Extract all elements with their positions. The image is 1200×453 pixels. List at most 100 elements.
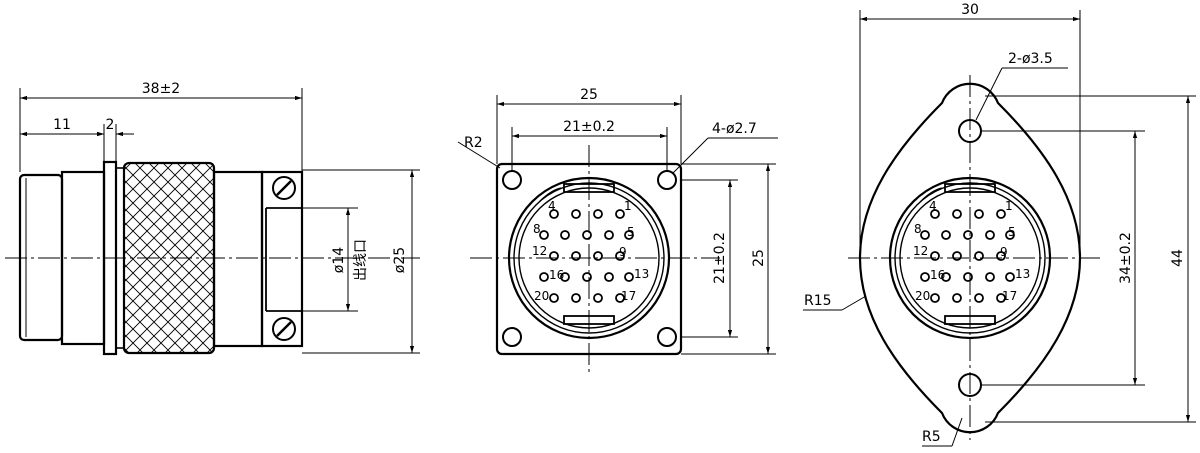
contact-pin	[996, 209, 1006, 219]
receptacle-shell	[513, 182, 665, 334]
dim-square-height: 25	[751, 249, 767, 267]
dim-body-diameter: ø25	[392, 247, 408, 273]
clamp-screw-bottom	[272, 317, 296, 341]
dim-square-hole-pitch-y: 21±0.2	[712, 232, 728, 284]
label-lobe-radius: R15	[804, 293, 832, 309]
clamp-screw-top	[272, 176, 296, 200]
pin-number-label: 16	[549, 268, 564, 282]
contact-pin	[582, 230, 592, 240]
mount-hole-tr	[657, 170, 677, 190]
contact-pin	[560, 272, 570, 282]
contact-pin	[963, 272, 973, 282]
receptacle-insert	[518, 187, 660, 329]
contact-pin	[952, 293, 962, 303]
contact-pin	[963, 230, 973, 240]
mount-hole-br	[657, 327, 677, 347]
contact-pin	[593, 209, 603, 219]
insert-edge	[538, 187, 562, 203]
dim-square-hole-pitch-x: 21±0.2	[563, 119, 615, 135]
contact-pin	[571, 251, 581, 261]
nut-body	[212, 170, 264, 348]
contact-pin	[582, 272, 592, 282]
pin-number-label: 20	[915, 289, 930, 303]
cable-clamp	[260, 170, 304, 348]
contact-pin	[930, 209, 940, 219]
contact-pin	[571, 209, 581, 219]
pin-number-label: 13	[1015, 267, 1030, 281]
label-corner-radius: R2	[464, 135, 483, 151]
contact-pin	[974, 209, 984, 219]
contact-pin	[624, 272, 634, 282]
contact-pin	[624, 230, 634, 240]
pin-number-label: 13	[634, 267, 649, 281]
contact-pin	[604, 230, 614, 240]
contact-pin	[941, 230, 951, 240]
mount-hole-bottom	[958, 373, 982, 397]
insert-edge	[919, 187, 943, 203]
dim-diamond-width: 30	[961, 2, 979, 18]
pin-number-label: 16	[930, 268, 945, 282]
receptacle-outer-ring	[888, 176, 1052, 340]
contact-pin	[1005, 230, 1015, 240]
pin-number-label: 8	[914, 222, 922, 236]
pin-number-label: 5	[1008, 225, 1016, 239]
pin-number-label: 9	[619, 245, 627, 259]
contact-pin	[996, 251, 1006, 261]
pin-number-label: 4	[929, 199, 937, 213]
mount-hole-tl	[502, 170, 522, 190]
contact-pin	[985, 272, 995, 282]
cable-outlet-label: 出线口	[353, 239, 369, 281]
pin-number-label: 1	[1005, 199, 1013, 213]
contact-pin	[974, 251, 984, 261]
receptacle-outer-ring	[507, 176, 671, 340]
label-diamond-mount-holes: 2-ø3.5	[1008, 51, 1053, 67]
pin-number-label: 5	[627, 225, 635, 239]
diamond-flange	[858, 82, 1082, 434]
label-end-radius: R5	[922, 429, 941, 445]
key-top	[944, 183, 996, 193]
dim-flange-offset: 11	[53, 117, 71, 133]
contact-pin	[593, 251, 603, 261]
pin-number-label: 9	[1000, 245, 1008, 259]
pin-number-label: 17	[621, 289, 636, 303]
contact-pin	[985, 230, 995, 240]
receptacle-shell	[894, 182, 1046, 334]
dim-cable-bore: ø14	[331, 247, 347, 273]
contact-pin	[593, 293, 603, 303]
contact-pin	[615, 251, 625, 261]
knurled-nut	[122, 161, 216, 355]
contact-pin	[549, 209, 559, 219]
pin-number-label: 20	[534, 289, 549, 303]
contact-pin	[941, 272, 951, 282]
key-top	[563, 183, 615, 193]
contact-pin	[920, 272, 930, 282]
pin-number-label: 12	[532, 244, 547, 258]
key-bottom	[563, 315, 615, 325]
dim-diamond-height: 44	[1170, 249, 1186, 267]
dim-overall-length: 38±2	[142, 81, 180, 97]
contact-pin	[571, 293, 581, 303]
label-square-mount-holes: 4-ø2.7	[712, 121, 757, 137]
pin-number-label: 4	[548, 199, 556, 213]
contact-pin	[615, 209, 625, 219]
side-view: 38±2 11 2 ø14 出线口 ø25	[5, 81, 420, 356]
contact-pin	[549, 293, 559, 303]
contact-pin	[996, 293, 1006, 303]
pin-number-label: 8	[533, 222, 541, 236]
contact-pin	[539, 230, 549, 240]
contact-pin	[539, 272, 549, 282]
key-bottom	[944, 315, 996, 325]
contact-pin	[615, 293, 625, 303]
contact-pin	[1005, 272, 1015, 282]
dim-square-width: 25	[580, 87, 598, 103]
pin-number-label: 12	[913, 244, 928, 258]
dim-diamond-hole-pitch: 34±0.2	[1118, 232, 1134, 284]
contact-pin	[560, 230, 570, 240]
contact-pin	[930, 251, 940, 261]
contact-pin	[930, 293, 940, 303]
